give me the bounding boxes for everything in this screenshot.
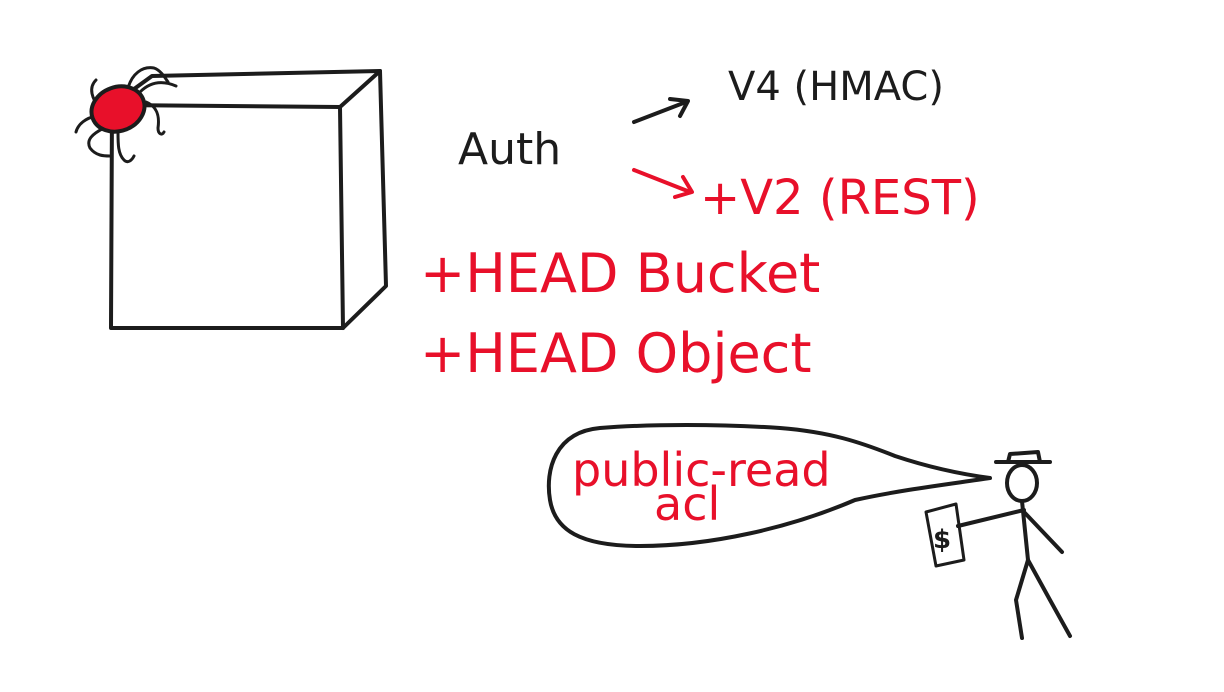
bug-icon [74,66,178,164]
bubble-line1: public-read [572,443,831,497]
auth-label: Auth [458,124,561,175]
stick-figure-icon [956,450,1072,640]
arrow-to-v4 [632,97,690,124]
head-bucket-label: +HEAD Bucket [420,242,820,305]
bubble-line2: acl [654,477,720,531]
auth-v2-label: +V2 (REST) [700,170,980,226]
head-object-label: +HEAD Object [420,322,812,385]
box-icon [109,69,388,330]
arrow-to-v2 [632,168,694,199]
money-symbol: $ [933,525,951,555]
auth-v4-label: V4 (HMAC) [728,64,944,110]
dollar-note-icon: $ [924,502,966,568]
speech-bubble [546,423,992,548]
